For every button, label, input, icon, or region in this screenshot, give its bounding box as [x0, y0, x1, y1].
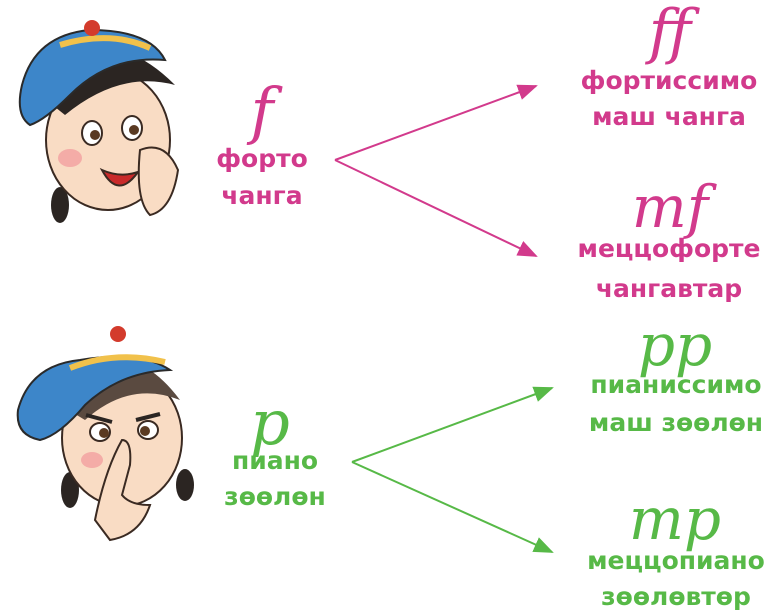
- shouting-child-illustration: [18, 20, 180, 223]
- hat-band: [59, 35, 152, 51]
- mezzoforte-meaning: чангавтар: [595, 274, 743, 303]
- right-pupil: [129, 125, 139, 135]
- mezzopiano-meaning: зөөлөвтөр: [601, 582, 751, 611]
- left-brow: [85, 413, 113, 424]
- hat: [16, 355, 174, 442]
- mezzoforte-symbol: mf: [631, 173, 709, 241]
- fortissimo-meaning: маш чанга: [592, 102, 746, 131]
- left-pupil: [99, 428, 109, 438]
- hat-knob: [110, 326, 126, 342]
- piano-symbol: p: [250, 386, 290, 459]
- mezzopiano-name: меццопиано: [587, 546, 765, 575]
- forte-meaning: чанга: [221, 181, 303, 210]
- shushing-hand: [93, 438, 152, 542]
- left-cheek: [81, 452, 103, 468]
- right-braid: [176, 469, 194, 501]
- arrow-to-mf: [334, 159, 538, 257]
- piano-name: пиано: [231, 446, 319, 475]
- fortissimo-symbol: ff: [648, 0, 692, 67]
- arrow-to-pp: [351, 386, 554, 463]
- forte-symbol: f: [250, 74, 274, 147]
- mezzopiano-symbol: mp: [628, 485, 722, 553]
- pianissimo-symbol: pp: [637, 311, 713, 379]
- right-brow: [135, 412, 161, 422]
- right-pupil: [140, 426, 150, 436]
- arrow-to-ff: [334, 84, 538, 161]
- arrow-to-mp: [351, 461, 554, 553]
- left-cheek: [58, 149, 82, 167]
- hat: [18, 28, 167, 127]
- left-pupil: [90, 130, 100, 140]
- left-braid: [51, 187, 69, 223]
- mezzoforte-name: меццофорте: [577, 234, 761, 263]
- fortissimo-name: фортиссимо: [580, 66, 758, 95]
- pianissimo-meaning: маш зөөлөн: [588, 408, 764, 437]
- cupped-hand: [137, 146, 180, 217]
- forte-name: форто: [216, 144, 308, 173]
- shushing-child-illustration: [16, 326, 194, 542]
- hat-band: [68, 354, 166, 371]
- pianissimo-name: пианиссимо: [590, 370, 762, 399]
- piano-meaning: зөөлөн: [224, 482, 326, 511]
- hat-knob: [84, 20, 100, 36]
